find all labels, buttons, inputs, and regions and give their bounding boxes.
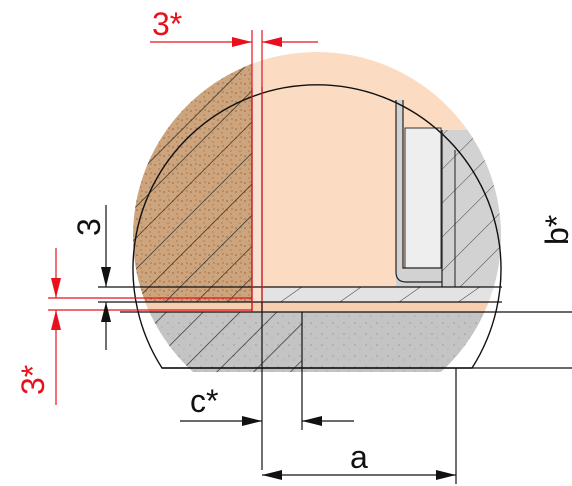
dimension-top-red bbox=[150, 30, 318, 312]
dim-label-top-red: 3* bbox=[152, 6, 182, 42]
board-layer bbox=[404, 127, 442, 269]
dimension-left-black bbox=[98, 205, 120, 350]
dimension-c bbox=[180, 302, 354, 470]
dim-label-a: a bbox=[350, 439, 368, 475]
dimension-a bbox=[262, 368, 457, 484]
dim-label-left-black: 3 bbox=[71, 218, 107, 236]
dimension-left-red bbox=[48, 248, 252, 405]
dim-label-c: c* bbox=[190, 383, 218, 419]
section-outline bbox=[132, 84, 502, 369]
dim-label-left-red: 3* bbox=[15, 365, 51, 395]
gap-strip bbox=[252, 52, 264, 312]
section-fill-group bbox=[133, 52, 501, 372]
dim-label-b: b* bbox=[539, 215, 572, 245]
